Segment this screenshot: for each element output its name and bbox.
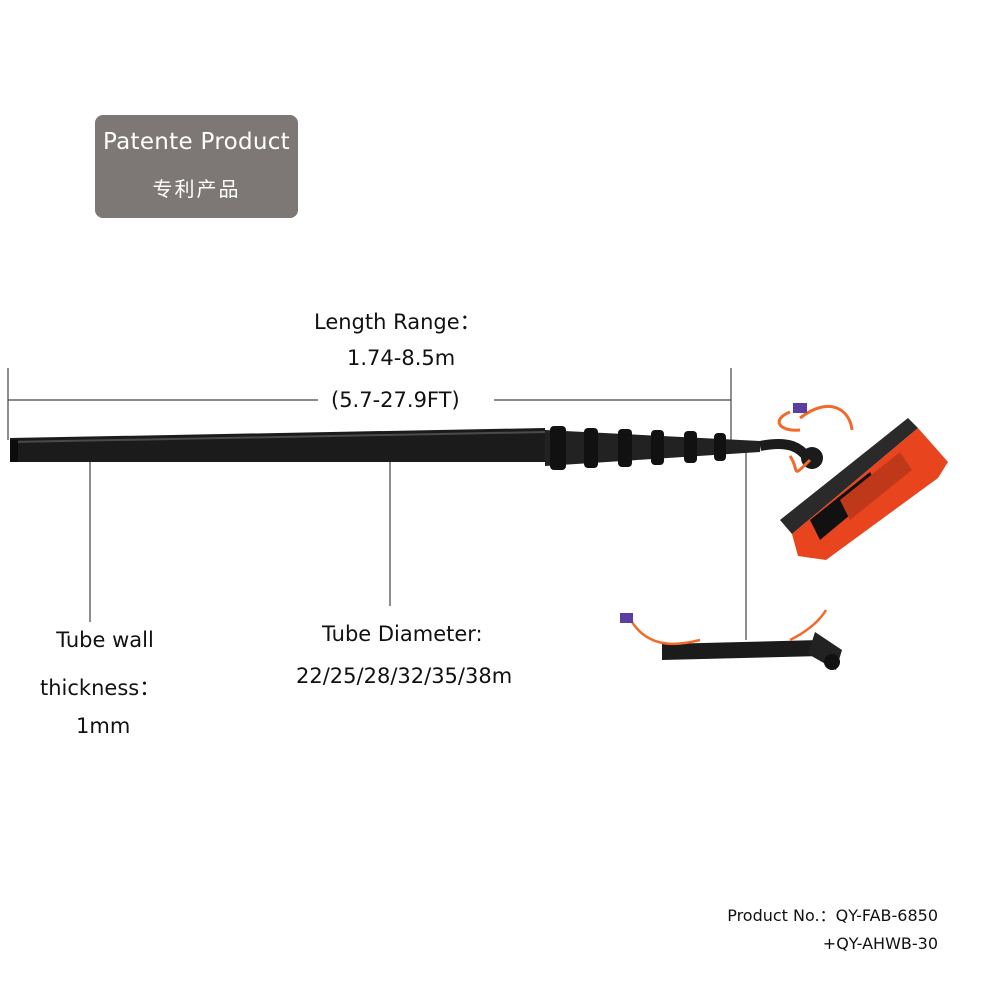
wall-thickness-label-line2: thickness：	[40, 676, 161, 700]
tube-diameter-label: Tube Diameter:	[322, 622, 483, 646]
product-number-addon: +QY-AHWB-30	[822, 934, 938, 953]
telescopic-pole-icon	[9, 426, 760, 470]
length-range-feet: (5.7-27.9FT)	[331, 388, 460, 412]
product-number: Product No.：QY-FAB-6850	[727, 906, 938, 925]
wall-thickness-label-line1: Tube wall	[56, 628, 154, 652]
callout-lines	[89, 452, 747, 640]
length-range-label: Length Range：	[314, 310, 481, 334]
patent-badge: Patente Product 专利产品	[95, 115, 298, 218]
badge-title: Patente Product	[103, 129, 290, 155]
badge-subtitle: 专利产品	[152, 177, 241, 201]
length-range-metric: 1.74-8.5m	[347, 346, 456, 370]
wall-thickness-value: 1mm	[76, 714, 131, 738]
gooseneck-icon	[620, 609, 842, 670]
length-dimension-lines	[7, 368, 732, 440]
brush-head-icon	[759, 403, 948, 560]
tube-diameter-value: 22/25/28/32/35/38m	[296, 664, 513, 688]
